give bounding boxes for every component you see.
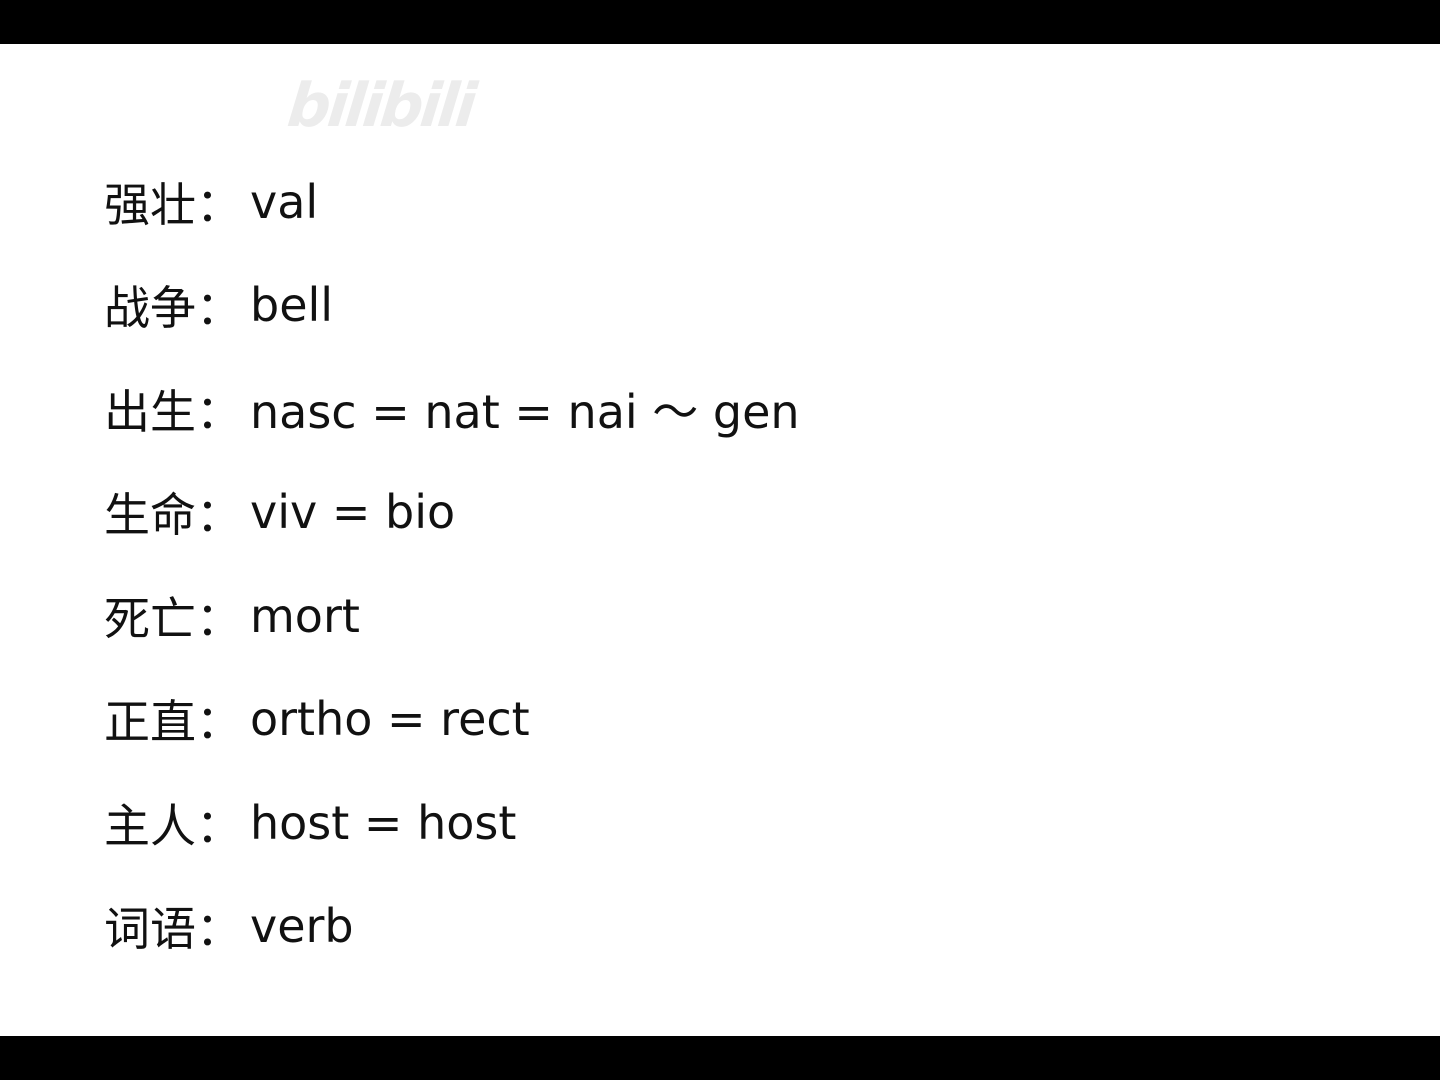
root-text: host = host (250, 795, 517, 850)
word-root-list: 强壮： val 战争： bell 出生： nasc = nat = nai ～ … (104, 150, 800, 978)
letterbox-bottom (0, 1036, 1440, 1080)
root-text: mort (250, 588, 360, 643)
meaning-label: 强壮： (104, 177, 242, 232)
meaning-label: 词语： (104, 902, 242, 957)
list-item: 出生： nasc = nat = nai ～ gen (104, 357, 800, 461)
list-item: 死亡： mort (104, 564, 800, 668)
slide: bilibili 强壮： val 战争： bell 出生： nasc = nat… (0, 44, 1440, 1036)
root-text: bell (250, 278, 334, 333)
list-item: 战争： bell (104, 254, 800, 358)
root-text: verb (250, 899, 354, 954)
meaning-label: 正直： (104, 695, 242, 750)
meaning-label: 主人： (104, 798, 242, 853)
list-item: 词语： verb (104, 875, 800, 979)
meaning-label: 死亡： (104, 591, 242, 646)
list-item: 生命： viv = bio (104, 461, 800, 565)
meaning-label: 出生： (104, 384, 242, 439)
root-text: nasc = nat = nai ～ gen (250, 384, 800, 439)
list-item: 主人： host = host (104, 771, 800, 875)
meaning-label: 战争： (104, 281, 242, 336)
bilibili-watermark-logo: bilibili (284, 71, 477, 141)
list-item: 强壮： val (104, 150, 800, 254)
list-item: 正直： ortho = rect (104, 668, 800, 772)
root-text: val (250, 174, 319, 229)
root-text: viv = bio (250, 485, 456, 540)
root-text: ortho = rect (250, 692, 530, 747)
letterbox-top (0, 0, 1440, 44)
meaning-label: 生命： (104, 488, 242, 543)
